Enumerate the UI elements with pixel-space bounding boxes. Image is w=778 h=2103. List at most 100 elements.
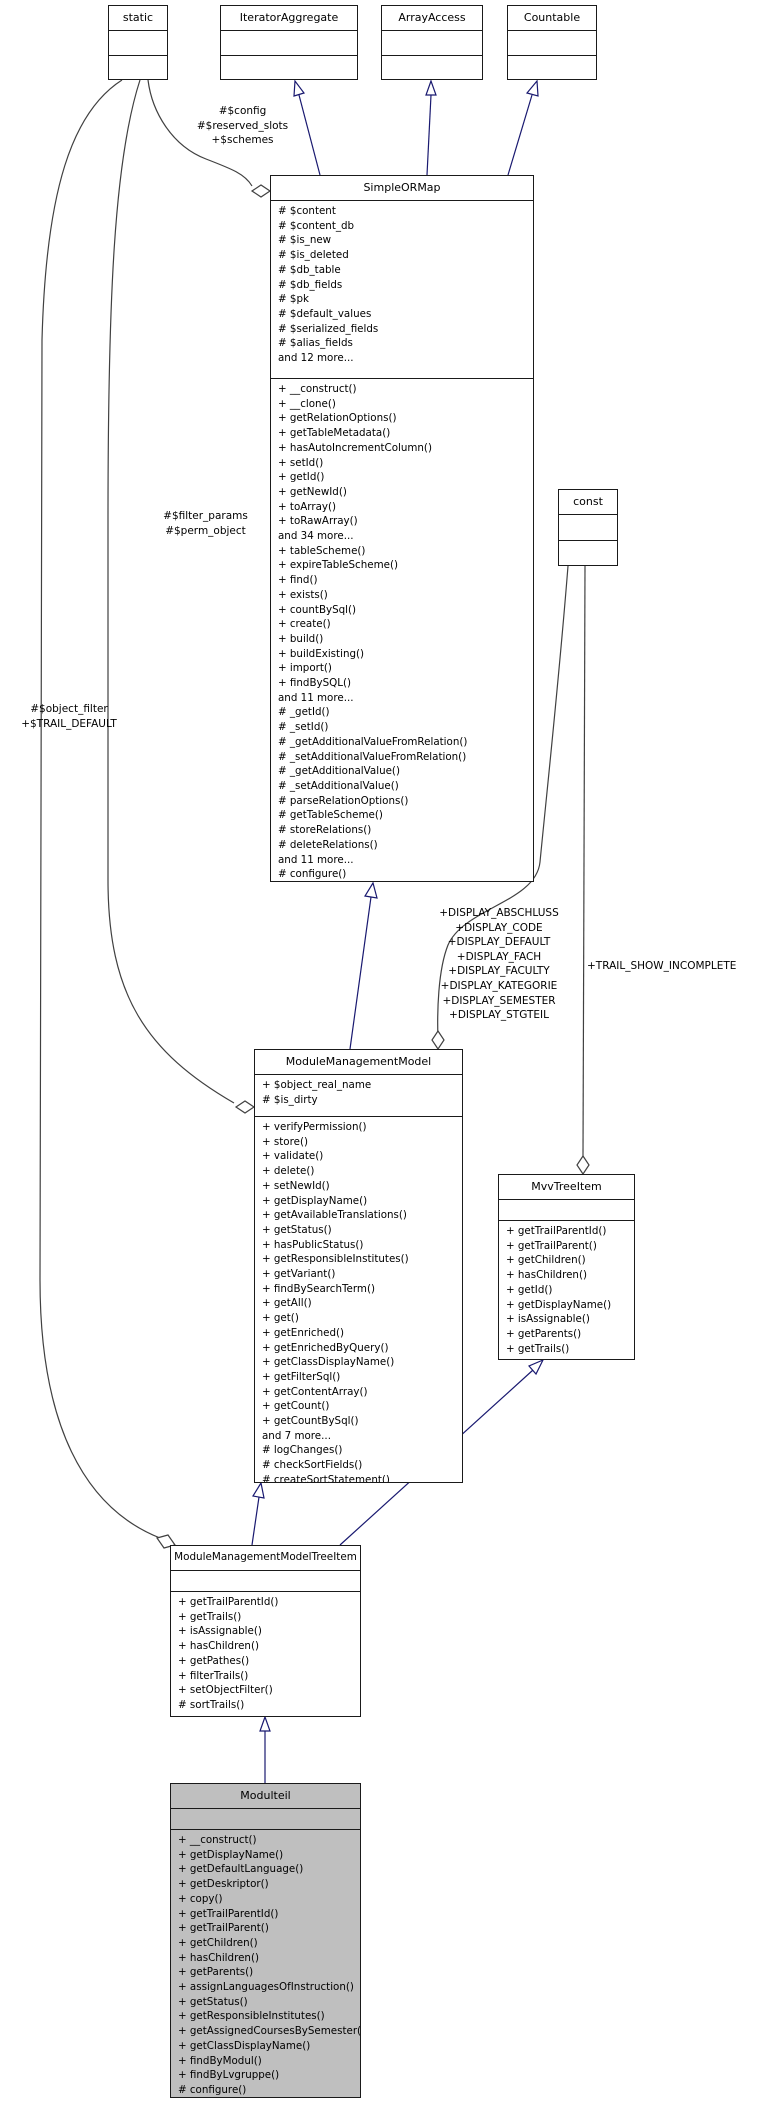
edge-static-simpleormap bbox=[147, 79, 253, 187]
method-line: + getTrails() bbox=[506, 1342, 570, 1355]
attribute-line: + $object_real_name bbox=[262, 1079, 372, 1091]
method-line: + getFilterSql() bbox=[262, 1370, 341, 1383]
method-line: + findByLvgruppe() bbox=[178, 2069, 280, 2082]
class-title-modulemanagementmodeltreeitem: ModuleManagementModelTreeItem bbox=[171, 1546, 360, 1571]
class-box-modulemanagementmodeltreeitem[interactable]: ModuleManagementModelTreeItem + getTrail… bbox=[170, 1545, 361, 1717]
method-line: # createSortStatement() bbox=[262, 1473, 390, 1482]
class-title-arrayaccess: ArrayAccess bbox=[382, 6, 482, 31]
class-title-countable: Countable bbox=[508, 6, 596, 31]
method-line: + countBySql() bbox=[278, 603, 357, 616]
edge-label-line: #$object_filter bbox=[30, 703, 108, 715]
attribute-line: # $content_db bbox=[278, 219, 355, 232]
method-line: + isAssignable() bbox=[506, 1313, 590, 1326]
class-box-modulteil[interactable]: Modulteil + __construct()+ getDisplayNam… bbox=[170, 1783, 361, 2098]
class-box-mvvtreeitem[interactable]: MvvTreeItem + getTrailParentId()+ getTra… bbox=[498, 1174, 635, 1360]
method-line: + tableScheme() bbox=[278, 544, 366, 557]
arrow-arrayaccess bbox=[425, 79, 437, 96]
method-line: + getDeskriptor() bbox=[178, 1878, 269, 1891]
edge-static-modulemanagementmodel bbox=[107, 79, 235, 1104]
method-line: # checkSortFields() bbox=[262, 1459, 363, 1472]
edge-label-line: +DISPLAY_DEFAULT bbox=[447, 936, 551, 949]
method-line: and 11 more... bbox=[278, 691, 354, 704]
method-line: + getDefaultLanguage() bbox=[178, 1863, 304, 1876]
edge-label-line: #$filter_params bbox=[163, 510, 248, 522]
method-line: # parseRelationOptions() bbox=[278, 794, 409, 807]
class-title-modulemanagementmodel: ModuleManagementModel bbox=[255, 1050, 462, 1075]
method-line: # _getId() bbox=[278, 706, 330, 719]
method-line: + getAvailableTranslations() bbox=[262, 1209, 407, 1222]
edge-label-line: +DISPLAY_FACULTY bbox=[448, 965, 550, 978]
method-line: + getId() bbox=[506, 1283, 553, 1296]
class-box-simpleormap[interactable]: SimpleORMap # $content# $content_db# $is… bbox=[270, 175, 534, 882]
modulteil-methods: + __construct()+ getDisplayName()+ getDe… bbox=[171, 1829, 360, 2097]
method-line: + store() bbox=[262, 1135, 308, 1148]
class-box-arrayaccess[interactable]: ArrayAccess bbox=[381, 5, 483, 80]
method-line: + getTrails() bbox=[178, 1610, 242, 1623]
modulteil-attributes-compartment bbox=[171, 1809, 360, 1829]
edge-label-line: +DISPLAY_KATEGORIE bbox=[440, 979, 558, 992]
method-line: + findBySearchTerm() bbox=[262, 1282, 375, 1295]
method-line: # _setId() bbox=[278, 721, 329, 734]
attribute-line: and 12 more... bbox=[278, 352, 354, 365]
method-line: + getStatus() bbox=[178, 1995, 248, 2008]
method-line: + setId() bbox=[278, 456, 324, 469]
aggregation-diamonds bbox=[156, 184, 590, 1549]
attribute-line: # $default_values bbox=[278, 307, 372, 320]
method-line: + hasChildren() bbox=[178, 1951, 259, 1964]
edge-label-object-filter: #$object_filter+$TRAIL_DEFAULT bbox=[18, 702, 120, 731]
method-line: + getClassDisplayName() bbox=[178, 2039, 311, 2052]
class-box-iteratoraggregate[interactable]: IteratorAggregate bbox=[220, 5, 358, 80]
edge-label-config: #$config#$reserved_slots+$schemes bbox=[175, 104, 310, 148]
class-box-countable[interactable]: Countable bbox=[507, 5, 597, 80]
method-line: + getParents() bbox=[506, 1327, 582, 1340]
method-line: + exists() bbox=[278, 588, 328, 601]
method-line: + getStatus() bbox=[262, 1223, 332, 1236]
method-line: + getId() bbox=[278, 471, 325, 484]
const-methods-compartment bbox=[559, 540, 617, 565]
method-line: + getDisplayName() bbox=[262, 1194, 368, 1207]
method-line: + getParents() bbox=[178, 1966, 254, 1979]
method-line: + hasAutoIncrementColumn() bbox=[278, 441, 432, 454]
edge-const-mvvtreeitem bbox=[582, 565, 586, 1157]
method-line: + getPathes() bbox=[178, 1654, 250, 1667]
class-title-iteratoraggregate: IteratorAggregate bbox=[221, 6, 357, 31]
class-box-modulemanagementmodel[interactable]: ModuleManagementModel + $object_real_nam… bbox=[254, 1049, 463, 1483]
method-line: + getContentArray() bbox=[262, 1385, 368, 1398]
diamond-simpleormap bbox=[250, 184, 272, 198]
method-line: + setObjectFilter() bbox=[178, 1684, 273, 1697]
edge-static-treeitem bbox=[39, 79, 161, 1539]
edge-treeitem-modulemanagementmodel bbox=[251, 1496, 260, 1546]
method-line: + findByModul() bbox=[178, 2054, 262, 2067]
class-title-static: static bbox=[109, 6, 167, 31]
method-line: # configure() bbox=[178, 2083, 247, 2096]
method-line: + setNewId() bbox=[262, 1179, 330, 1192]
inheritance-arrowheads bbox=[252, 79, 545, 1732]
method-line: + getChildren() bbox=[506, 1254, 586, 1267]
method-line: # deleteRelations() bbox=[278, 838, 378, 851]
method-line: + toRawArray() bbox=[278, 515, 358, 528]
method-line: + build() bbox=[278, 632, 324, 645]
arrow-simpleormap bbox=[364, 881, 378, 899]
attribute-line: # $serialized_fields bbox=[278, 322, 379, 335]
method-line: # configure() bbox=[278, 868, 347, 881]
method-line: + hasChildren() bbox=[178, 1640, 259, 1653]
method-line: + delete() bbox=[262, 1165, 315, 1178]
class-box-const[interactable]: const bbox=[558, 489, 618, 566]
method-line: + getResponsibleInstitutes() bbox=[178, 2010, 325, 2023]
method-line: + getClassDisplayName() bbox=[262, 1356, 395, 1369]
attribute-line: # $is_dirty bbox=[262, 1093, 318, 1106]
edge-label-filter-params: #$filter_params#$perm_object bbox=[148, 509, 263, 538]
class-box-static[interactable]: static bbox=[108, 5, 168, 80]
method-line: + getDisplayName() bbox=[506, 1298, 612, 1311]
edge-simpleormap-countable bbox=[507, 94, 533, 176]
modulemanagementmodel-methods: + verifyPermission()+ store()+ validate(… bbox=[255, 1116, 462, 1482]
attribute-line: # $is_new bbox=[278, 234, 332, 247]
method-line: + getChildren() bbox=[178, 1936, 258, 1949]
arrayaccess-methods-compartment bbox=[382, 55, 482, 79]
method-line: + get() bbox=[262, 1312, 299, 1325]
arrow-mvvtreeitem bbox=[528, 1358, 545, 1376]
method-line: + assignLanguagesOfInstruction() bbox=[178, 1981, 354, 1994]
diamond-treeitem bbox=[156, 1534, 176, 1549]
method-line: + getCountBySql() bbox=[262, 1415, 359, 1428]
method-line: + copy() bbox=[178, 1892, 223, 1905]
